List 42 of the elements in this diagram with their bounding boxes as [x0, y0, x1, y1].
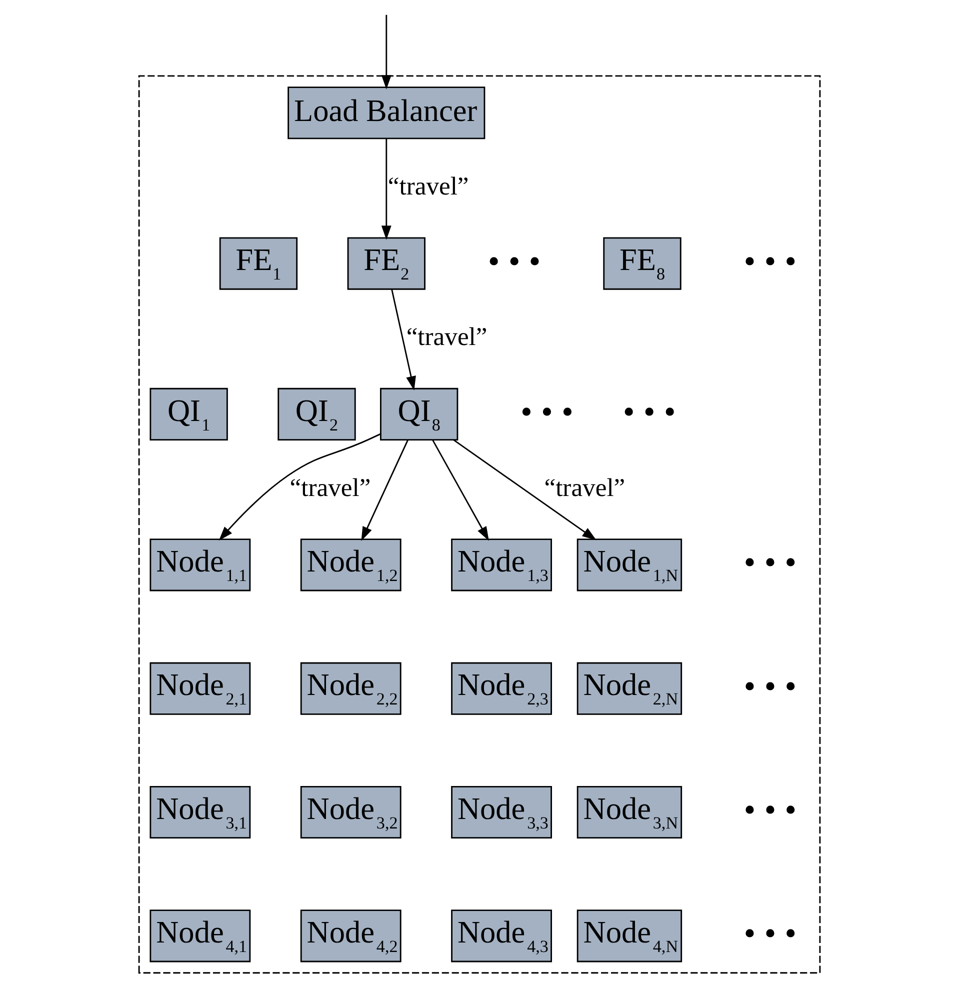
arrow	[218, 433, 381, 541]
node-box: Node$_{1,N}$	[576, 538, 682, 592]
label: • • •	[744, 243, 797, 280]
label: • • •	[488, 243, 541, 280]
node-box: QI$_{2}$	[278, 388, 356, 441]
arrow	[432, 440, 489, 541]
arrow	[453, 439, 596, 540]
node-box: QI$_{1}$	[150, 388, 228, 441]
edge-label: “travel”	[406, 322, 488, 352]
node-box: FE$_{1}$	[219, 237, 298, 290]
edge-label: “travel”	[290, 472, 371, 502]
label: • • •	[744, 544, 797, 582]
label: • • •	[744, 668, 797, 706]
node-box: Node$_{1,3}$	[451, 538, 552, 592]
node-box: Node$_{2,1}$	[150, 662, 251, 715]
node-box: Node$_{4,3}$	[451, 910, 552, 962]
node-box: FE$_{2}$	[347, 237, 426, 290]
node-box: Node$_{2,2}$	[300, 662, 402, 715]
arrow	[391, 289, 416, 390]
label: • • •	[622, 394, 676, 432]
node-box: FE$_{8}$	[603, 237, 682, 290]
node-box: QI$_{8}$	[380, 388, 458, 441]
label: • • •	[744, 916, 797, 953]
node-box: Node$_{3,2}$	[300, 786, 402, 839]
node-box: Node$_{2,N}$	[576, 662, 682, 715]
node-box: Node$_{1,2}$	[300, 538, 402, 592]
edge-label: “travel”	[388, 171, 469, 200]
arrow	[361, 440, 408, 541]
edge-label: “travel”	[544, 472, 626, 502]
node-box: Node$_{2,3}$	[451, 662, 552, 715]
node-box: Node$_{4,1}$	[150, 910, 251, 962]
node-box: Node$_{1,1}$	[150, 538, 251, 592]
node-box: Node$_{4,N}$	[576, 910, 682, 962]
arrow	[381, 14, 392, 90]
label: • • •	[520, 394, 574, 432]
node-box: Node$_{3,N}$	[576, 786, 682, 839]
node-box: Load Balancer	[288, 86, 486, 140]
label: • • •	[744, 792, 797, 830]
node-box: Node$_{3,1}$	[150, 786, 251, 839]
arrow	[381, 138, 392, 240]
node-box: Node$_{4,2}$	[300, 910, 402, 962]
node-box: Node$_{3,3}$	[451, 786, 552, 839]
